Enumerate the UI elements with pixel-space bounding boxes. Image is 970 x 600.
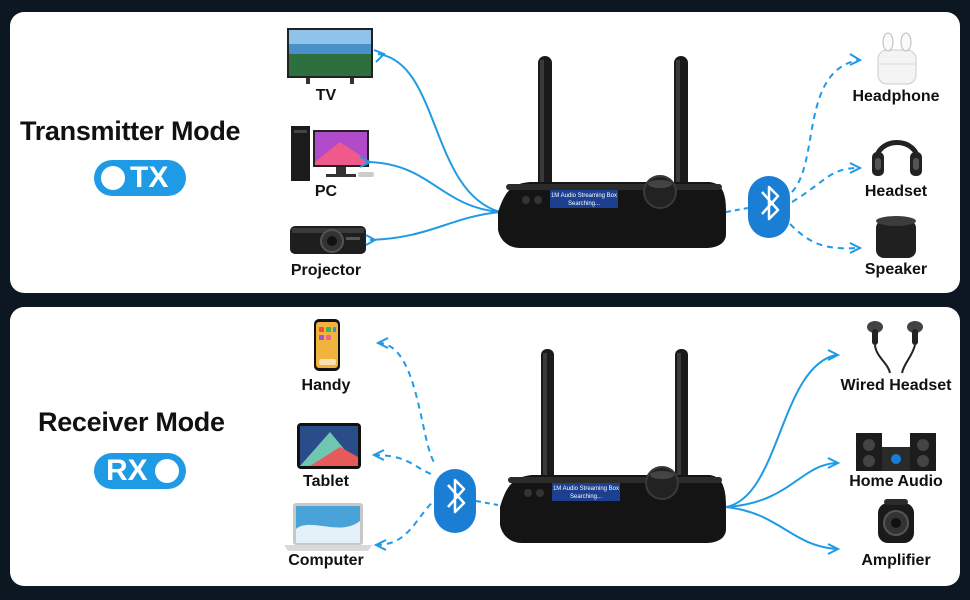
device-screen <box>550 190 618 208</box>
handy-connection <box>377 342 437 466</box>
arrow-head <box>373 49 386 63</box>
headset-label: Headset <box>864 183 928 200</box>
device-screen-line2: Searching... <box>570 494 602 500</box>
receiver-diagram: 1M Audio Streaming Box Searching... <box>284 319 936 555</box>
rx-toggle: RX <box>94 453 186 489</box>
speaker-icon <box>876 216 916 258</box>
home-audio-connection <box>725 462 837 508</box>
smartphone-icon <box>314 319 340 371</box>
device-screen <box>552 483 620 501</box>
arrow-head <box>365 234 378 246</box>
arrow-head <box>375 337 389 349</box>
wired-headset-label: Wired Headset <box>840 377 952 394</box>
input-connections <box>359 49 501 246</box>
transmitter-panel: Transmitter Mode TX <box>10 12 960 293</box>
streaming-box-device: 1M Audio Streaming Box Searching... <box>498 56 726 248</box>
tx-toggle: TX <box>94 160 186 196</box>
tablet-label: Tablet <box>303 473 349 490</box>
bluetooth-icon <box>748 176 790 238</box>
output-arrows <box>849 53 863 254</box>
pc-connection <box>364 161 501 213</box>
input-arrows <box>371 337 389 551</box>
tx-toggle-label: TX <box>130 161 169 194</box>
tv-icon <box>287 28 373 84</box>
arrow-head <box>359 156 373 168</box>
device-screen-line2: Searching... <box>568 201 600 207</box>
speaker-connection <box>789 223 859 250</box>
arrow-head <box>827 349 841 361</box>
wired-earphones-icon <box>867 321 923 374</box>
arrow-head <box>849 242 863 254</box>
headset-connection <box>791 167 859 203</box>
computer-connection <box>375 498 437 546</box>
speaker-label: Speaker <box>864 261 928 278</box>
home-audio-label: Home Audio <box>849 473 943 490</box>
arrow-head <box>849 53 863 66</box>
receiver-mode-title: Receiver Mode <box>38 407 225 437</box>
pc-label: PC <box>314 183 338 200</box>
toggle-knob <box>155 459 179 483</box>
arrow-head <box>849 162 863 174</box>
input-connections <box>373 342 437 546</box>
projector-connection <box>369 211 501 241</box>
device-screen-line1: 1M Audio Streaming Box <box>551 193 617 199</box>
output-connections <box>725 349 841 555</box>
device-bluetooth-link <box>725 207 749 213</box>
amplifier-label: Amplifier <box>861 552 931 569</box>
device-screen-line1: 1M Audio Streaming Box <box>553 486 619 492</box>
amplifier-connection <box>725 506 837 550</box>
laptop-icon <box>284 503 372 551</box>
arrow-head <box>371 449 385 461</box>
arrow-head <box>373 539 387 551</box>
receiver-panel: Receiver Mode RX <box>10 307 960 586</box>
tablet-icon <box>297 423 361 469</box>
projector-icon <box>290 226 366 254</box>
tablet-connection <box>373 454 435 476</box>
earbuds-icon <box>877 32 917 85</box>
streaming-box-device: 1M Audio Streaming Box Searching... <box>500 349 726 543</box>
home-audio-icon <box>856 433 936 471</box>
tv-label: TV <box>315 87 337 104</box>
arrow-head <box>827 457 841 469</box>
projector-label: Projector <box>290 262 362 279</box>
transmitter-mode-title: Transmitter Mode <box>20 116 241 146</box>
headphone-connection <box>791 59 859 193</box>
pc-icon <box>291 126 374 181</box>
headset-icon <box>872 140 922 176</box>
toggle-knob <box>101 166 125 190</box>
arrow-head <box>827 543 841 555</box>
rx-toggle-label: RX <box>106 454 148 487</box>
transmitter-diagram: 1M Audio Streaming Box Searching... <box>287 28 922 258</box>
bluetooth-icon <box>434 469 476 533</box>
tv-connection <box>377 53 501 213</box>
computer-label: Computer <box>288 552 364 569</box>
output-connections <box>789 59 859 250</box>
bluetooth-device-link <box>475 500 499 506</box>
headphone-label: Headphone <box>852 88 940 105</box>
wired-headset-connection <box>725 354 837 508</box>
amplifier-icon <box>878 499 914 543</box>
handy-label: Handy <box>301 377 351 394</box>
